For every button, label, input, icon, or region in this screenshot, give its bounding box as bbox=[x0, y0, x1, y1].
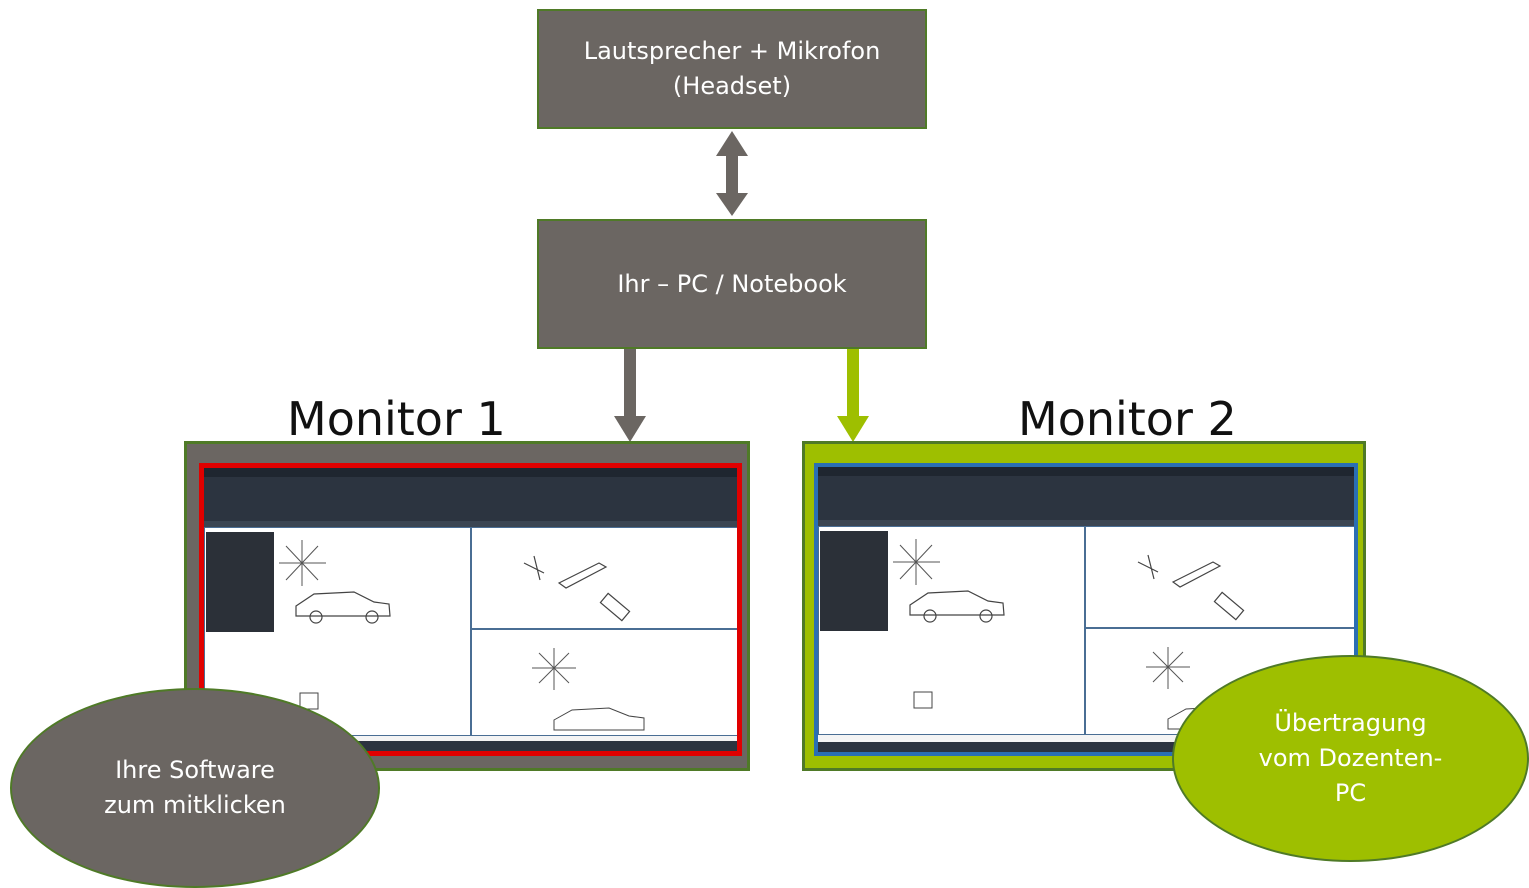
car-icon-2 bbox=[553, 707, 645, 731]
iso-car-icon bbox=[1137, 554, 1245, 621]
cad-status-bar bbox=[204, 741, 737, 751]
cad-viewport-bottom-right bbox=[471, 629, 737, 736]
monitor2-node bbox=[802, 441, 1366, 771]
plant-icon-2 bbox=[1146, 647, 1190, 689]
plant-icon-2 bbox=[532, 648, 576, 690]
cad-tab-strip bbox=[204, 521, 737, 527]
software-callout-label: Ihre Software zum mitklicken bbox=[104, 756, 286, 819]
monitor1-title: Monitor 1 bbox=[287, 392, 506, 446]
iso-car-icon bbox=[523, 555, 631, 622]
pc-to-monitor2-arrow bbox=[837, 343, 869, 442]
window-icon bbox=[913, 691, 933, 709]
cad-tab-strip bbox=[818, 520, 1354, 526]
cad-viewport-top-right bbox=[1085, 526, 1354, 628]
cad-title-bar bbox=[818, 467, 1354, 476]
transmission-callout: Übertragung vom Dozenten- PC bbox=[1172, 655, 1529, 862]
software-callout: Ihre Software zum mitklicken bbox=[10, 688, 380, 888]
car-icon bbox=[295, 591, 391, 624]
cad-properties-panel bbox=[820, 531, 888, 631]
headset-pc-double-arrow bbox=[716, 131, 748, 216]
pc-label: Ihr – PC / Notebook bbox=[617, 269, 847, 298]
transmission-callout-label: Übertragung vom Dozenten- PC bbox=[1258, 709, 1443, 807]
monitor2-title: Monitor 2 bbox=[1018, 392, 1237, 446]
headset-label: Lautsprecher + Mikrofon (Headset) bbox=[583, 37, 881, 100]
monitor1-screenshot bbox=[199, 463, 742, 756]
car-icon bbox=[909, 590, 1005, 623]
monitor2-screenshot bbox=[814, 463, 1358, 756]
cad-ribbon bbox=[204, 477, 737, 521]
cad-title-bar bbox=[204, 468, 737, 477]
headset-node: Lautsprecher + Mikrofon (Headset) bbox=[537, 9, 927, 129]
cad-ribbon bbox=[818, 476, 1354, 520]
cad-status-bar bbox=[818, 742, 1354, 752]
cad-drawings bbox=[279, 540, 645, 731]
pc-node: Ihr – PC / Notebook bbox=[537, 219, 927, 349]
cad-properties-panel bbox=[206, 532, 274, 632]
plant-icon bbox=[279, 540, 326, 586]
pc-to-monitor1-arrow bbox=[614, 345, 646, 442]
plant-icon bbox=[893, 539, 940, 585]
cad-viewport-top-right bbox=[471, 527, 737, 629]
